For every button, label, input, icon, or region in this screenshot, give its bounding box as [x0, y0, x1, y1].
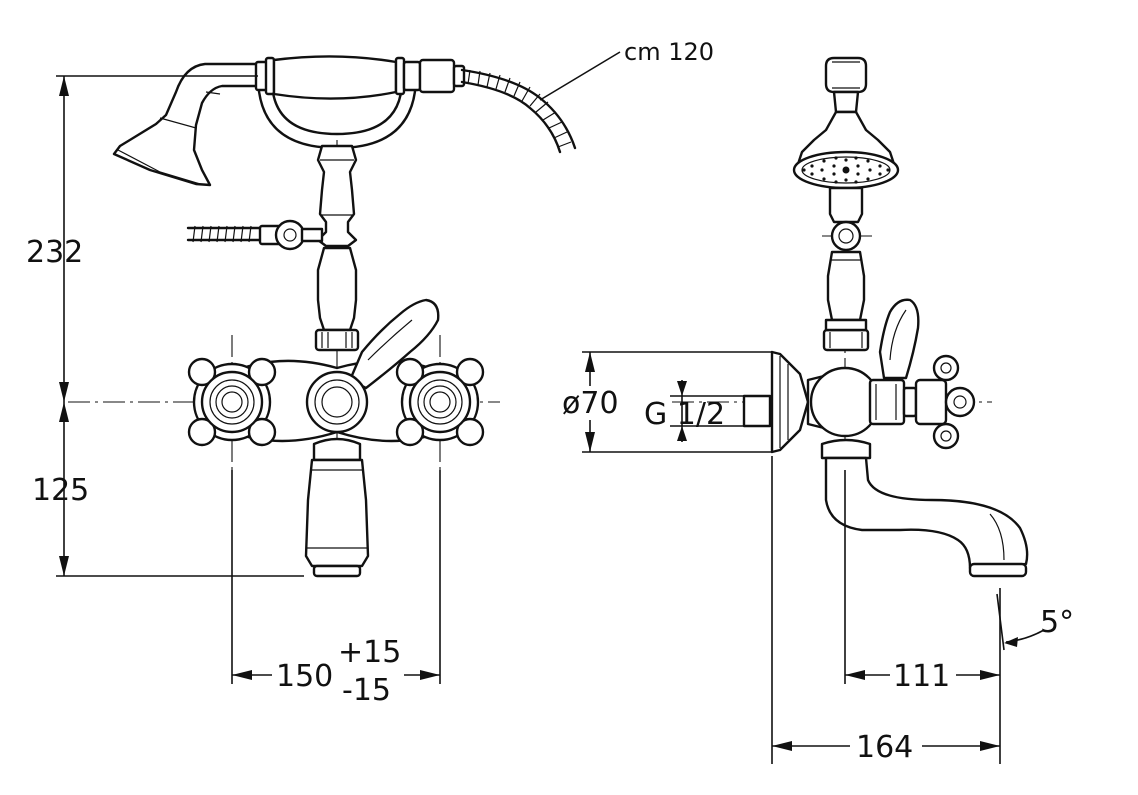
spout-angle-label: 5°: [1040, 605, 1074, 640]
side-hose-connector: [186, 219, 324, 251]
mid-column: [314, 246, 360, 352]
height-below-label: 125: [32, 473, 89, 508]
upper-column: [316, 144, 358, 248]
side-upper-column: [822, 186, 870, 352]
shower-head-side: [792, 110, 900, 190]
center-distance-dimension: [231, 470, 441, 684]
spout-side: [820, 438, 1029, 578]
diverter-lever: [348, 298, 440, 390]
front-view: cm 120: [26, 38, 714, 708]
side-body: [806, 366, 918, 438]
spout-reach-label: 111: [893, 659, 950, 694]
side-view: ø70 G 1/2 111 164: [562, 56, 1074, 765]
hose-coil-right: [460, 68, 577, 154]
tolerance-minus-label: -15: [342, 673, 391, 708]
wall-flange: [770, 350, 810, 454]
spout-angle-indicator: [996, 593, 1045, 651]
tolerance-plus-label: +15: [338, 635, 401, 670]
hose-length-label: cm 120: [624, 38, 714, 66]
side-cross-handle: [914, 354, 976, 450]
overall-depth-dimension: [771, 456, 1000, 764]
flange-diameter-dimension: [582, 351, 772, 453]
hose-leader: [539, 51, 621, 101]
thread-stub: [742, 394, 772, 428]
right-cross-handle: [395, 357, 485, 447]
thread-dimension: [670, 380, 744, 442]
flange-diameter-label: ø70: [562, 386, 619, 421]
center-distance-label: 150: [276, 659, 333, 694]
spout-front: [304, 437, 370, 578]
left-cross-handle: [187, 357, 277, 447]
side-lever: [878, 298, 920, 380]
handset: [254, 55, 466, 100]
central-knob: [305, 370, 369, 434]
shower-head-front: [112, 62, 260, 187]
height-dimension: [56, 75, 304, 577]
thread-label: G 1/2: [644, 397, 725, 432]
overall-depth-label: 164: [856, 730, 913, 765]
height-above-label: 232: [26, 235, 83, 270]
shower-hook: [824, 56, 868, 114]
handset-cradle-inner: [270, 78, 404, 136]
